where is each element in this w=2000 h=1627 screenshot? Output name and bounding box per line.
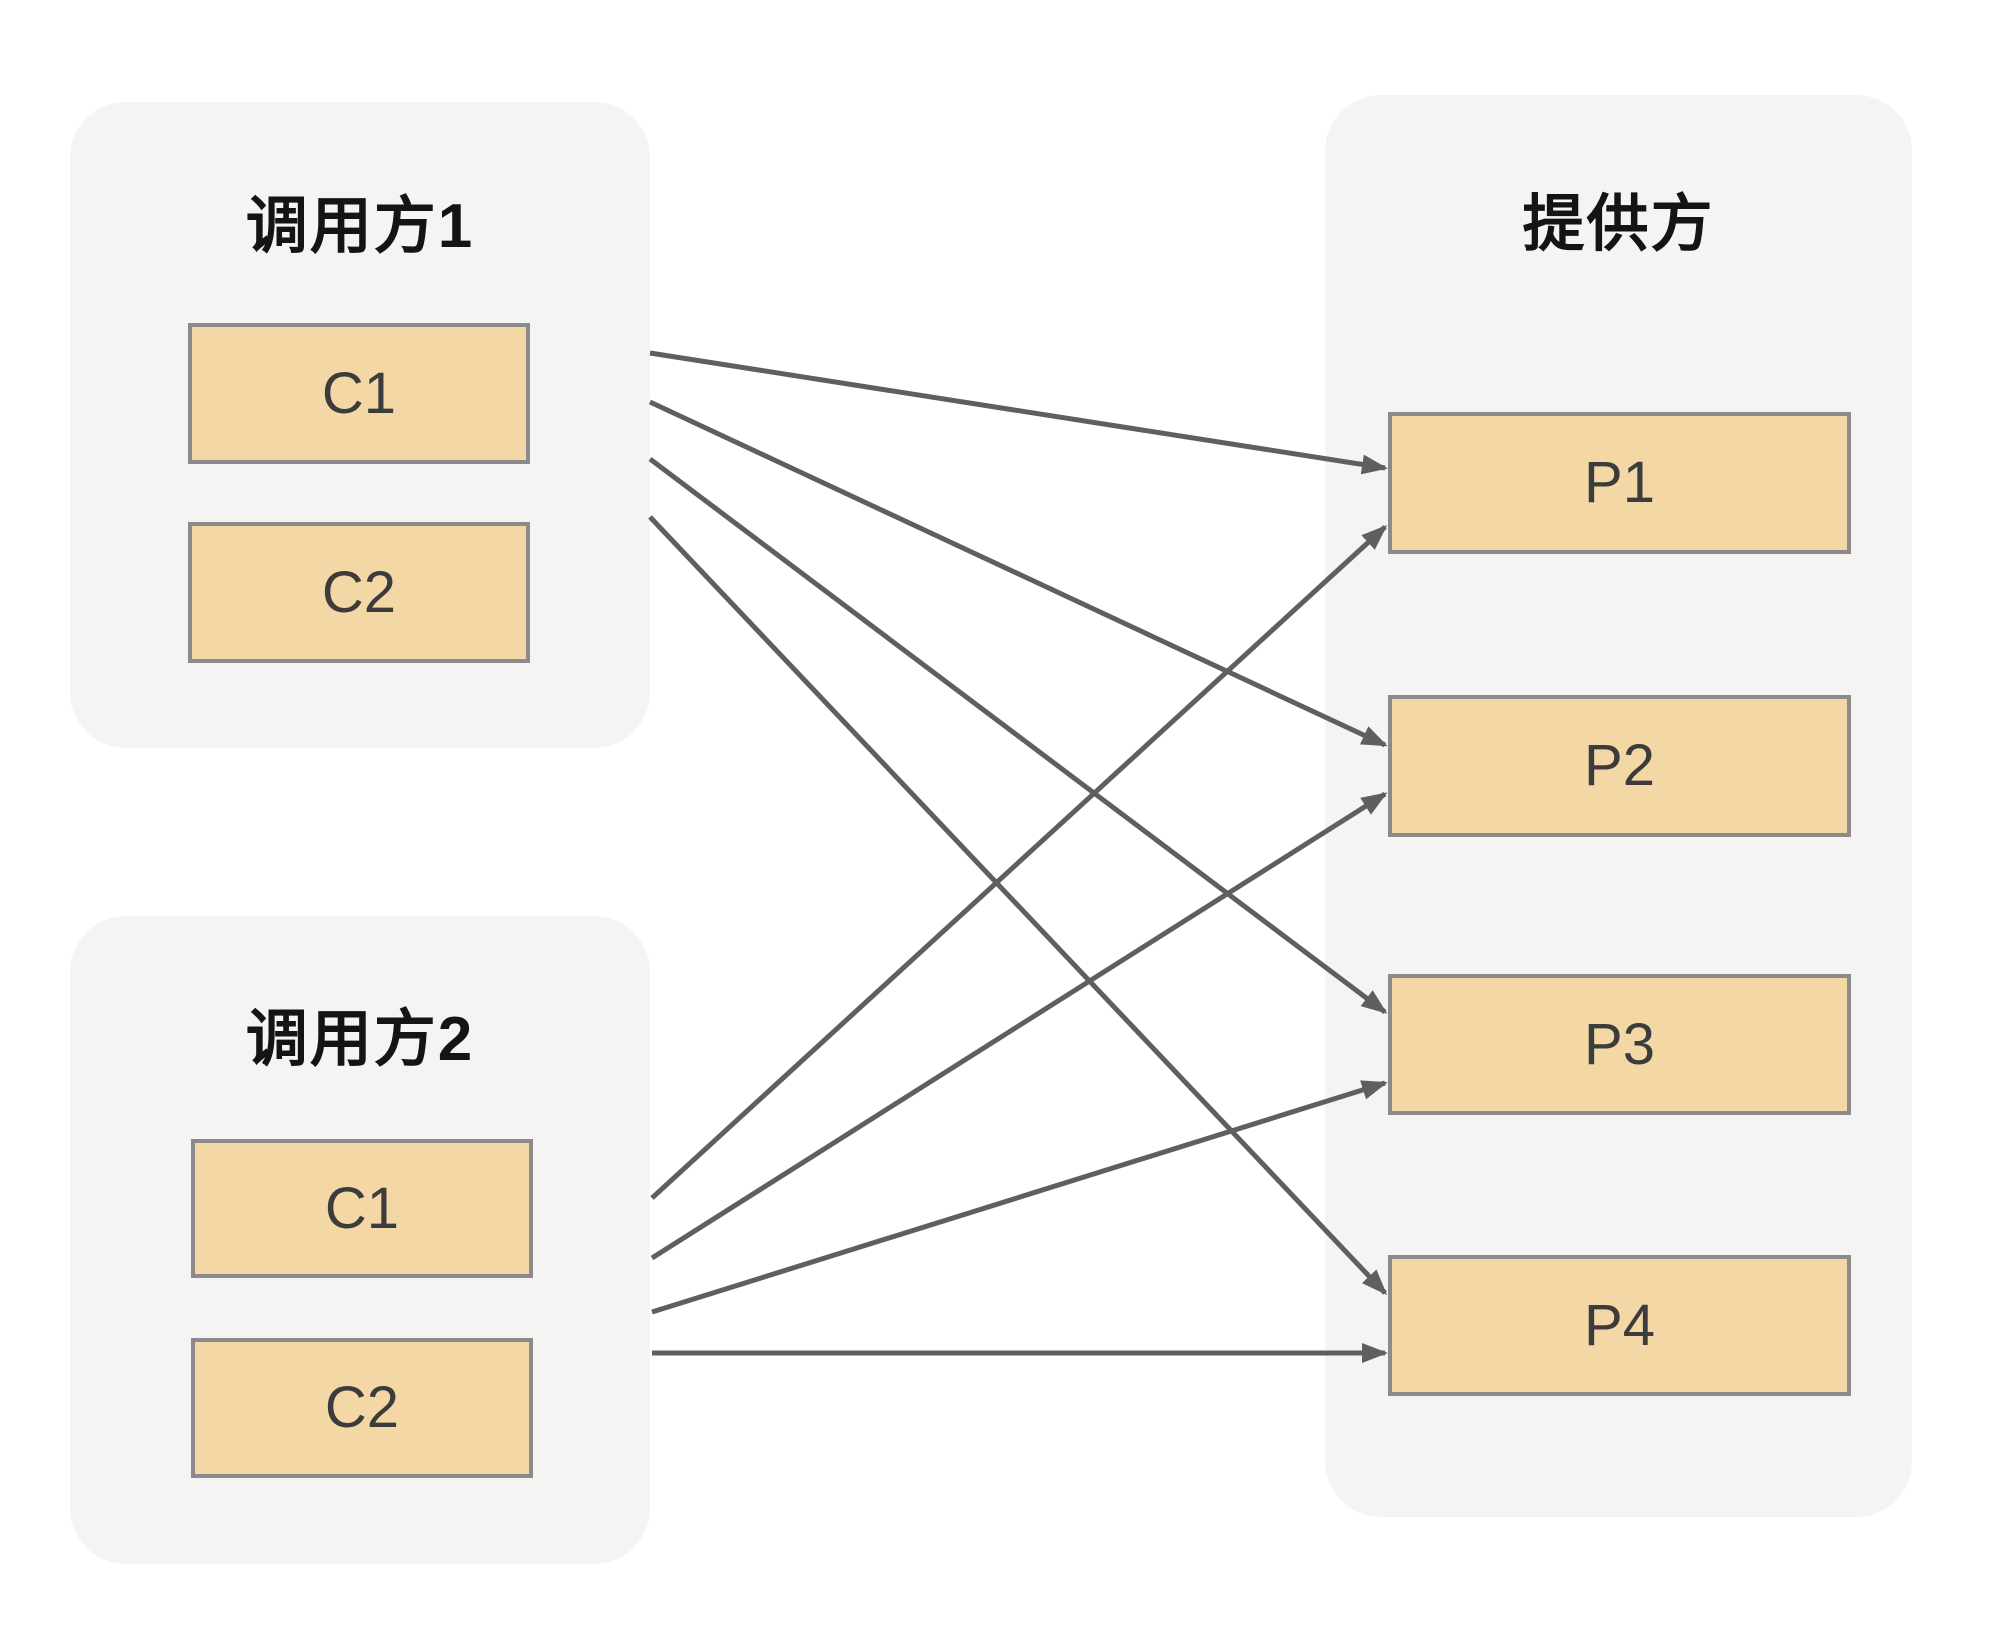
edge-caller1-to-P4 bbox=[648, 515, 1388, 1296]
node-label-provider-p2: P2 bbox=[1584, 733, 1655, 798]
group-title-provider: 提供方 bbox=[1522, 190, 1715, 259]
node-label-caller1-c2: C2 bbox=[321, 559, 397, 625]
edge-caller1-to-P3 bbox=[648, 457, 1388, 1014]
node-label-caller1-c1: C1 bbox=[321, 360, 397, 426]
node-caller1-c1: C1 bbox=[188, 323, 530, 464]
node-caller2-c2: C2 bbox=[191, 1338, 533, 1478]
node-caller1-c2: C2 bbox=[188, 522, 530, 663]
node-label-caller2-c1: C1 bbox=[324, 1175, 400, 1241]
node-provider-p1: P1 bbox=[1388, 412, 1851, 554]
edge-caller1-to-P1 bbox=[649, 350, 1388, 475]
edge-caller1-to-P2 bbox=[648, 399, 1388, 748]
node-label-provider-p3: P3 bbox=[1584, 1011, 1655, 1077]
group-title-caller1: 调用方1 bbox=[245, 192, 475, 261]
node-label-provider-p1: P1 bbox=[1584, 450, 1655, 515]
edge-caller2-to-P2 bbox=[650, 791, 1388, 1261]
node-caller2-c1: C1 bbox=[191, 1139, 533, 1278]
node-provider-p4: P4 bbox=[1388, 1255, 1851, 1396]
node-provider-p3: P3 bbox=[1388, 974, 1851, 1115]
group-title-caller2: 调用方2 bbox=[245, 1005, 475, 1074]
edge-caller2-to-P1 bbox=[650, 524, 1388, 1200]
node-provider-p2: P2 bbox=[1388, 695, 1851, 837]
node-label-caller2-c2: C2 bbox=[324, 1375, 400, 1440]
edge-caller2-to-P3 bbox=[651, 1080, 1388, 1315]
node-label-provider-p4: P4 bbox=[1584, 1292, 1655, 1358]
